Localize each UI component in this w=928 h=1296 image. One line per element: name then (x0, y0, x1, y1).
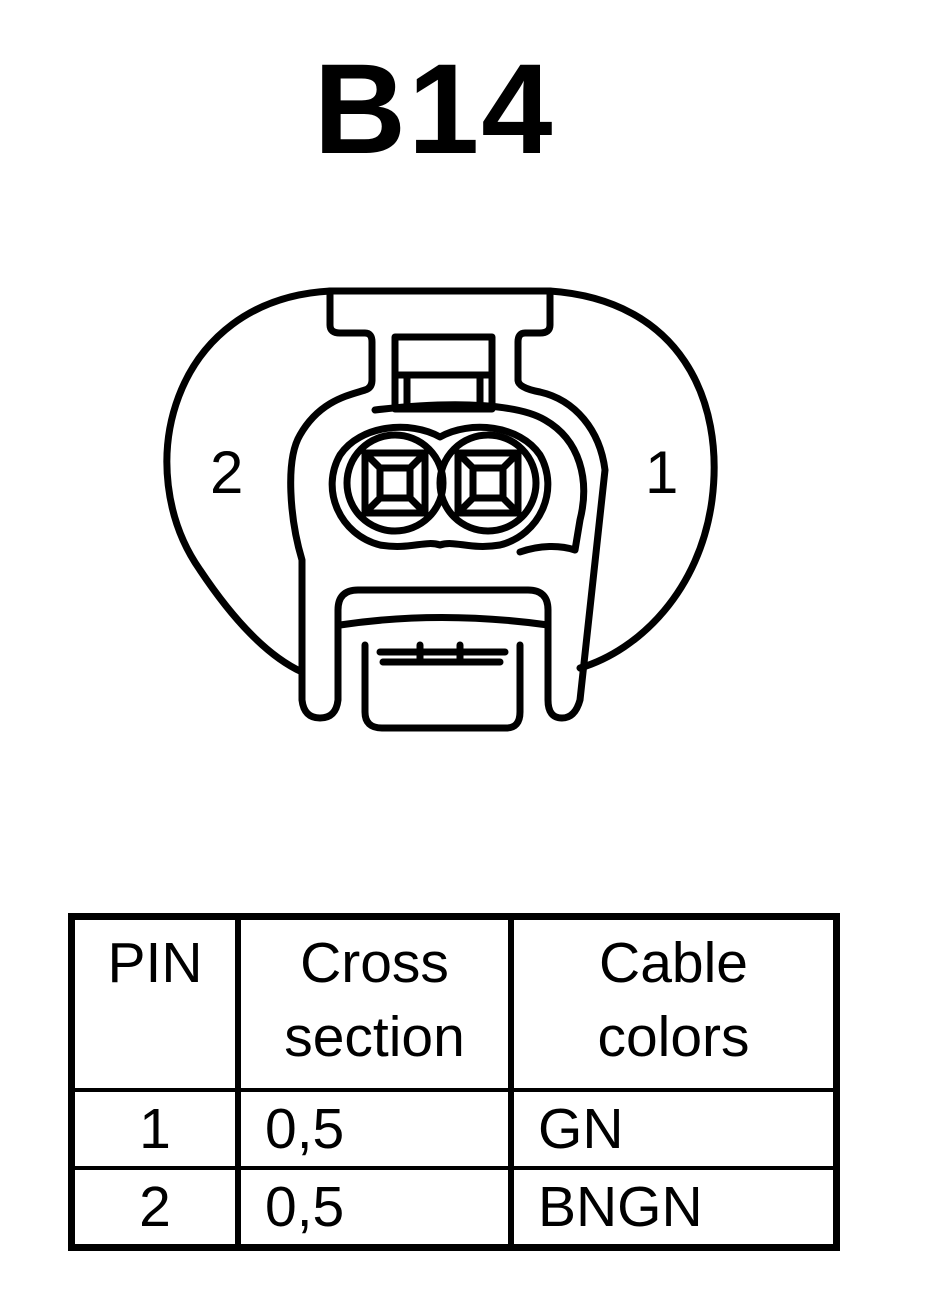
pin-1-terminal-outer (454, 449, 522, 517)
connector-title: B14 (313, 38, 555, 181)
header-cable-colors: Cable colors (509, 914, 839, 1092)
row-2-cross-section: 0,5 (236, 1166, 514, 1250)
pin-1-terminal-inner (469, 464, 507, 502)
table-row: 2 0,5 BNGN (69, 1166, 839, 1250)
table-header-row: PIN Cross section Cable colors (69, 914, 839, 1092)
pin-2-terminal-inner (376, 464, 414, 502)
row-1-pin: 1 (69, 1088, 241, 1170)
row-2-pin: 2 (69, 1166, 241, 1250)
row-2-cable-color: BNGN (509, 1166, 839, 1250)
header-pin: PIN (69, 914, 241, 1092)
header-cross-section-line1: Cross (300, 931, 449, 995)
pin-table: PIN Cross section Cable colors 1 0,5 GN … (68, 913, 840, 1251)
row-1-cross-section: 0,5 (236, 1088, 514, 1170)
lower-latch-tab (361, 641, 524, 732)
inner-body-arc (371, 401, 588, 556)
contact-cavity (328, 423, 552, 550)
table-row: 1 0,5 GN (69, 1088, 839, 1170)
header-cross-section-line2: section (284, 1005, 465, 1069)
pin-label-1: 1 (645, 439, 678, 506)
latch-frame (287, 287, 609, 722)
connector-diagram: 2 1 (163, 287, 718, 732)
pin-2-terminal-outer (361, 449, 429, 517)
pin-1-socket (436, 431, 540, 535)
header-cross-section: Cross section (236, 914, 514, 1092)
row-1-cable-color: GN (509, 1088, 839, 1170)
pin-label-2: 2 (210, 439, 243, 506)
header-cable-colors-line1: Cable (599, 931, 748, 995)
pin-2-socket (343, 431, 447, 535)
header-cable-colors-line2: colors (597, 1005, 750, 1069)
housing-outline (163, 287, 718, 676)
